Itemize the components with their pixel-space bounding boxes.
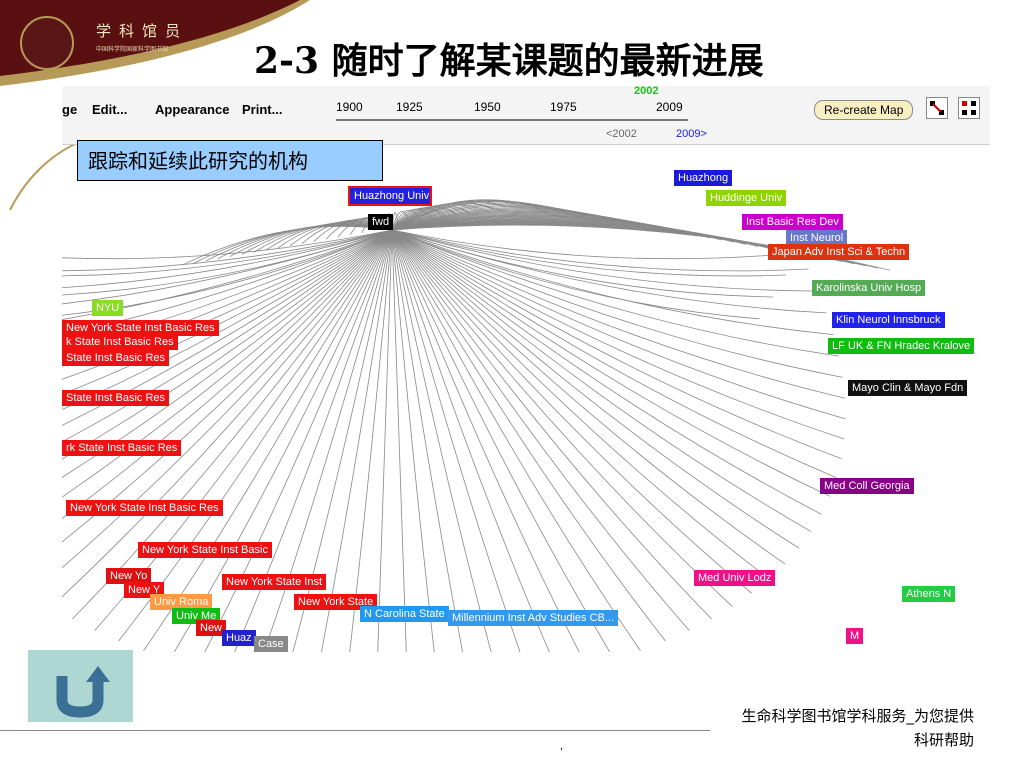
node-huazhong[interactable]: Huazhong — [674, 170, 733, 186]
footer-divider — [0, 730, 710, 731]
node-inst-basic-res-dev[interactable]: Inst Basic Res Dev — [742, 214, 843, 230]
menu-edit[interactable]: Edit... — [92, 102, 128, 117]
node-japan-adv-inst[interactable]: Japan Adv Inst Sci & Techn — [768, 244, 910, 260]
expand-nodes-icon[interactable] — [926, 97, 948, 119]
side-arc — [9, 141, 81, 211]
range-end-handle[interactable]: 2009> — [676, 128, 707, 140]
footer-line-1: 生命科学图书馆学科服务_为您提供 — [741, 707, 974, 725]
node-athens[interactable]: Athens N — [902, 586, 956, 602]
node-n-carolina-state[interactable]: N Carolina State — [360, 606, 449, 622]
timeline-tick-1975: 1975 — [550, 100, 577, 114]
node-karolinska[interactable]: Karolinska Univ Hosp — [812, 280, 926, 296]
node-inst-neurol[interactable]: Inst Neurol — [786, 230, 848, 246]
node-nysibr-1[interactable]: New York State Inst Basic Res — [62, 320, 219, 336]
node-nysibr-7[interactable]: New York State Inst Basic — [138, 542, 272, 558]
library-logo — [20, 16, 74, 70]
timeline-tick-1900: 1900 — [336, 100, 363, 114]
node-huaz[interactable]: Huaz — [222, 630, 256, 646]
recreate-map-button[interactable]: Re-create Map — [814, 100, 914, 120]
annotation-box: 跟踪和延续此研究的机构 — [77, 140, 383, 181]
map-edges — [62, 199, 891, 652]
logo-subtitle: 中国科学院国家科学图书馆 — [96, 46, 169, 53]
footer-caption: 生命科学图书馆学科服务_为您提供 科研帮助 — [664, 704, 974, 752]
menu-appearance[interactable]: Appearance — [155, 102, 230, 117]
node-mayo-clin[interactable]: Mayo Clin & Mayo Fdn — [848, 380, 968, 396]
node-univ-me[interactable]: Univ Me — [172, 608, 221, 624]
header-gold-band — [0, 0, 310, 86]
menu-page[interactable]: ge — [62, 102, 78, 117]
timeline-tick-1925: 1925 — [396, 100, 423, 114]
slide-title: 2-3 随时了解某课题的最新进展 — [254, 40, 764, 82]
node-med-coll-georgia[interactable]: Med Coll Georgia — [820, 478, 914, 494]
node-lf-uk-hradec[interactable]: LF UK & FN Hradec Kralove — [828, 338, 975, 354]
node-nysi-8[interactable]: New York State Inst — [222, 574, 326, 590]
node-univ-roma[interactable]: Univ Roma — [150, 594, 213, 610]
node-nysibr-5[interactable]: rk State Inst Basic Res — [62, 440, 182, 456]
node-nysibr-2[interactable]: k State Inst Basic Res — [62, 334, 178, 350]
node-m[interactable]: M — [846, 628, 864, 644]
citation-map: Huazhong Univ fwd Huazhong Huddinge Univ… — [62, 144, 990, 652]
node-huazhong-univ[interactable]: Huazhong Univ — [348, 186, 432, 206]
node-nysibr-3[interactable]: State Inst Basic Res — [62, 350, 170, 366]
node-med-univ-lodz[interactable]: Med Univ Lodz — [694, 570, 776, 586]
timeline-ruler[interactable] — [322, 114, 702, 128]
logo-title: 学科馆员 — [96, 22, 189, 40]
node-millennium-inst[interactable]: Millennium Inst Adv Studies CB... — [448, 610, 619, 626]
node-nysibr-4[interactable]: State Inst Basic Res — [62, 390, 170, 406]
node-new[interactable]: New — [196, 620, 227, 636]
map-toolbar: ge Edit... Appearance Print... 1900 1925… — [62, 85, 990, 145]
node-nyu[interactable]: NYU — [92, 300, 124, 316]
timeline-tick-2009: 2009 — [656, 100, 683, 114]
node-new-yo[interactable]: New Yo — [106, 568, 152, 584]
node-nys-9[interactable]: New York State — [294, 594, 378, 610]
return-button[interactable] — [28, 650, 133, 722]
footer-line-2: 科研帮助 — [913, 731, 974, 749]
u-turn-arrow-icon — [56, 666, 110, 718]
node-case[interactable]: Case — [254, 636, 288, 652]
menu-print[interactable]: Print... — [242, 102, 283, 117]
timeline-tick-1950: 1950 — [474, 100, 501, 114]
node-fwd[interactable]: fwd — [368, 214, 394, 230]
node-nysibr-6[interactable]: New York State Inst Basic Res — [66, 500, 223, 516]
range-start-handle[interactable]: <2002 — [606, 128, 637, 140]
collapse-nodes-icon[interactable] — [958, 97, 980, 119]
node-klin-neurol[interactable]: Klin Neurol Innsbruck — [832, 312, 945, 328]
node-huddinge-univ[interactable]: Huddinge Univ — [706, 190, 787, 206]
header-swoosh — [0, 0, 300, 80]
page-mark: , — [560, 740, 564, 752]
current-year-marker: 2002 — [634, 85, 659, 97]
